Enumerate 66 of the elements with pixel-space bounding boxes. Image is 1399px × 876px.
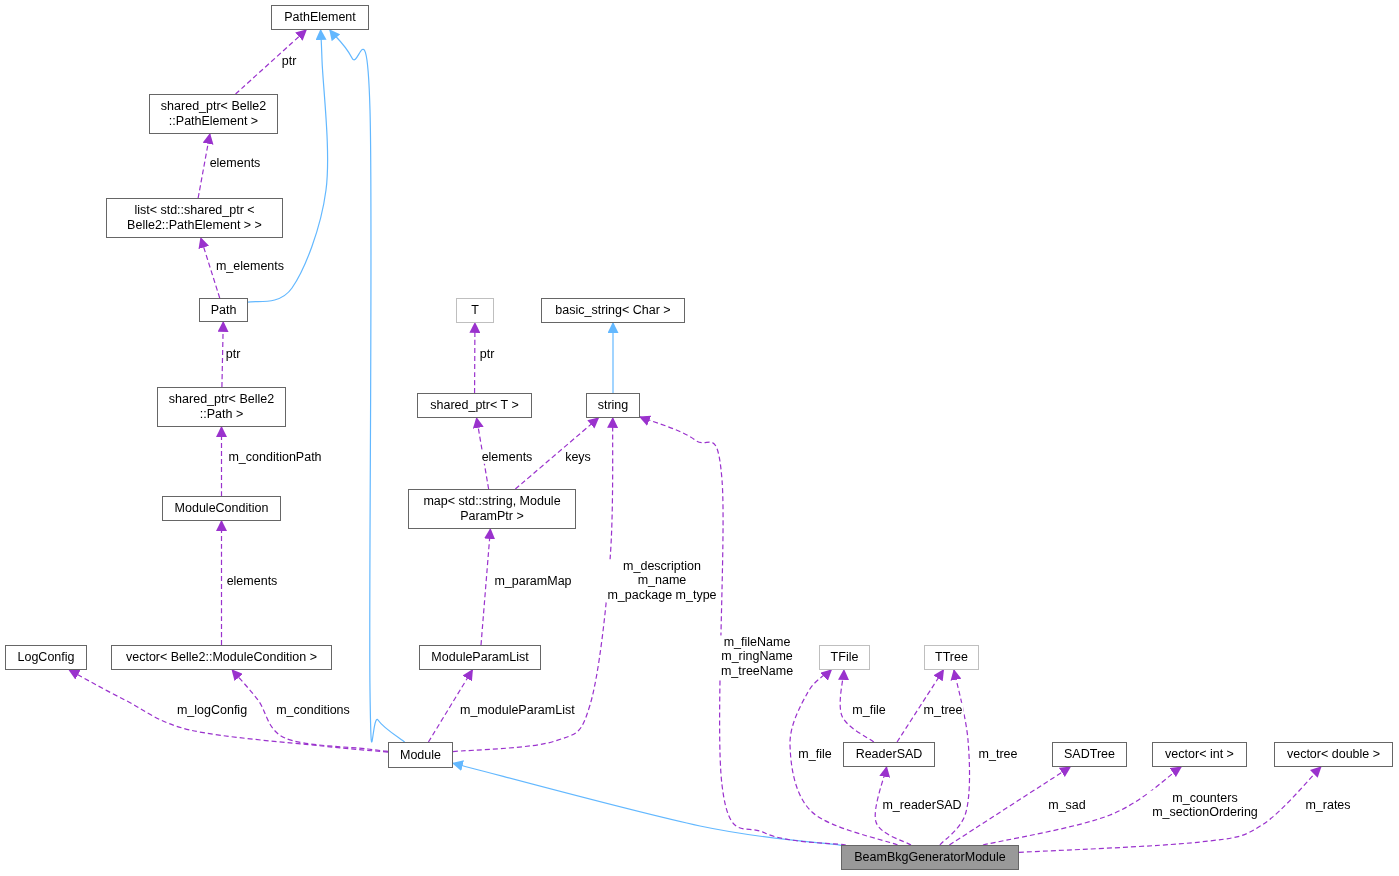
edge-label: m_elements [214, 258, 286, 274]
edge-label: m_rates [1304, 797, 1352, 813]
arrow [607, 321, 619, 394]
arrow [234, 29, 307, 95]
class-box: ReaderSAD [843, 742, 935, 767]
edge-label: m_sad [1047, 797, 1087, 813]
edge-label: m_conditions [275, 702, 351, 718]
class-box: ModuleParamList [419, 645, 541, 670]
arrow [329, 29, 406, 743]
class-box: vector< int > [1152, 742, 1247, 767]
arrow [197, 132, 214, 199]
class-box: SADTree [1052, 742, 1127, 767]
arrow [982, 766, 1182, 846]
arrow [469, 321, 481, 394]
class-box: string [586, 393, 640, 418]
edge-label: ptr [478, 346, 496, 362]
arrow [217, 320, 229, 388]
edge-label: m_tree [977, 746, 1019, 762]
class-box: list< std::shared_ptr < Belle2::PathElement > > [106, 198, 283, 238]
edge-label: keys [564, 449, 592, 465]
class-box: PathElement [271, 5, 369, 30]
arrow [198, 236, 221, 299]
edge-label: m_description m_name m_package m_type [606, 559, 718, 603]
edge-label: m_file [797, 746, 833, 762]
class-box: LogConfig [5, 645, 87, 670]
edge-label: elements [480, 449, 534, 465]
edge-label: m_conditionPath [227, 449, 323, 465]
arrow [789, 669, 899, 846]
edge-label: ptr [280, 53, 298, 69]
class-box: shared_ptr< Belle2 ::Path > [157, 387, 286, 427]
arrow [939, 668, 971, 846]
arrow [1018, 766, 1322, 853]
class-box: ModuleCondition [162, 496, 281, 521]
arrow [427, 669, 473, 743]
arrow [837, 668, 875, 743]
arrow [874, 765, 912, 846]
class-box: T [456, 298, 494, 323]
class-box: vector< double > [1274, 742, 1393, 767]
arrow [948, 766, 1072, 846]
class-box: BeamBkgGeneratorModule [841, 845, 1019, 870]
arrow [247, 28, 329, 303]
edge-label: ptr [224, 346, 242, 362]
arrow [472, 416, 490, 490]
class-box: TFile [819, 645, 870, 670]
class-box: shared_ptr< T > [417, 393, 532, 418]
edge-label: m_file [851, 702, 887, 718]
arrow [480, 527, 496, 646]
arrow [514, 417, 600, 490]
class-box: shared_ptr< Belle2 ::PathElement > [149, 94, 278, 134]
arrow [451, 760, 842, 846]
edge-label: m_paramMap [493, 573, 573, 589]
edge-label: m_logConfig [175, 702, 249, 718]
class-box: map< std::string, Module ParamPtr > [408, 489, 576, 529]
edge-label: m_tree [922, 702, 964, 718]
arrow [452, 416, 619, 753]
class-box: TTree [924, 645, 979, 670]
class-box: Module [388, 742, 453, 768]
class-box: basic_string< Char > [541, 298, 685, 323]
arrow [231, 669, 389, 752]
class-box: vector< Belle2::ModuleCondition > [111, 645, 332, 670]
arrow [896, 669, 945, 743]
class-box: Path [199, 298, 248, 322]
arrow [68, 669, 389, 753]
arrow [216, 425, 227, 497]
arrow [216, 519, 227, 646]
edge-label: m_readerSAD [881, 797, 963, 813]
